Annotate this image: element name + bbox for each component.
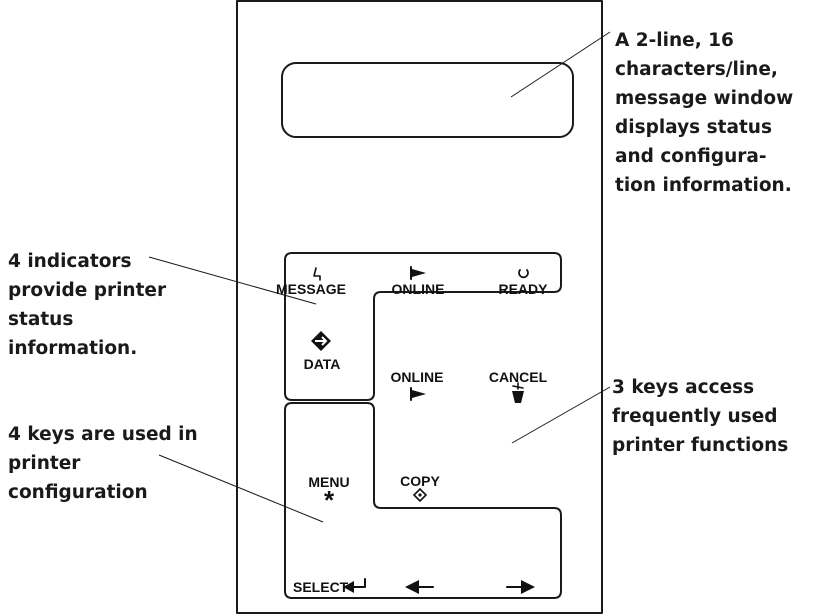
online-arrow-icon <box>410 387 426 401</box>
indicators-leader <box>148 256 317 305</box>
menu-key-label: MENU <box>308 474 349 490</box>
ready-circle-icon <box>518 269 529 279</box>
config-keys-callout: 4 keys are used in printer configuration <box>8 424 204 503</box>
right-key[interactable] <box>506 580 535 594</box>
online-arrow-icon <box>410 266 426 280</box>
select-key-label: SELECT <box>293 579 349 595</box>
data-diamond-icon <box>311 331 331 351</box>
indicator-group-outline <box>284 252 562 401</box>
menu-key[interactable]: MENU * <box>308 474 349 515</box>
message-window-leader <box>510 31 611 98</box>
left-arrow-icon <box>405 580 434 594</box>
frequent-keys-leader <box>511 386 611 444</box>
indicator-data-label: DATA <box>304 356 341 372</box>
indicators-callout: 4 indicators provide printer status info… <box>8 251 173 359</box>
config-key-group-outline <box>284 402 562 599</box>
cancel-key-label: CANCEL <box>489 369 548 385</box>
message-icon <box>313 267 321 281</box>
online-key-label: ONLINE <box>391 369 444 385</box>
cancel-key[interactable]: CANCEL <box>489 369 548 403</box>
online-key[interactable]: ONLINE <box>391 369 444 401</box>
indicator-online-label: ONLINE <box>392 281 445 297</box>
indicator-ready-label: READY <box>498 281 548 297</box>
cancel-icon <box>512 382 524 403</box>
message-window <box>281 62 574 138</box>
frequent-keys-callout: 3 keys access frequently used printer fu… <box>612 377 788 456</box>
copy-diamond-icon <box>412 487 428 503</box>
select-key[interactable]: SELECT <box>293 578 366 595</box>
panel-outline <box>236 0 603 614</box>
message-window-callout: A 2-line, 16 characters/line, message wi… <box>615 30 800 196</box>
right-arrow-icon <box>506 580 535 594</box>
copy-key-label: COPY <box>400 473 440 489</box>
asterisk-icon: * <box>324 485 335 515</box>
indicator-message-label: MESSAGE <box>276 281 346 297</box>
left-key[interactable] <box>405 580 434 594</box>
copy-key[interactable]: COPY <box>400 473 440 503</box>
enter-arrow-icon <box>343 578 366 593</box>
config-keys-leader <box>158 454 324 523</box>
